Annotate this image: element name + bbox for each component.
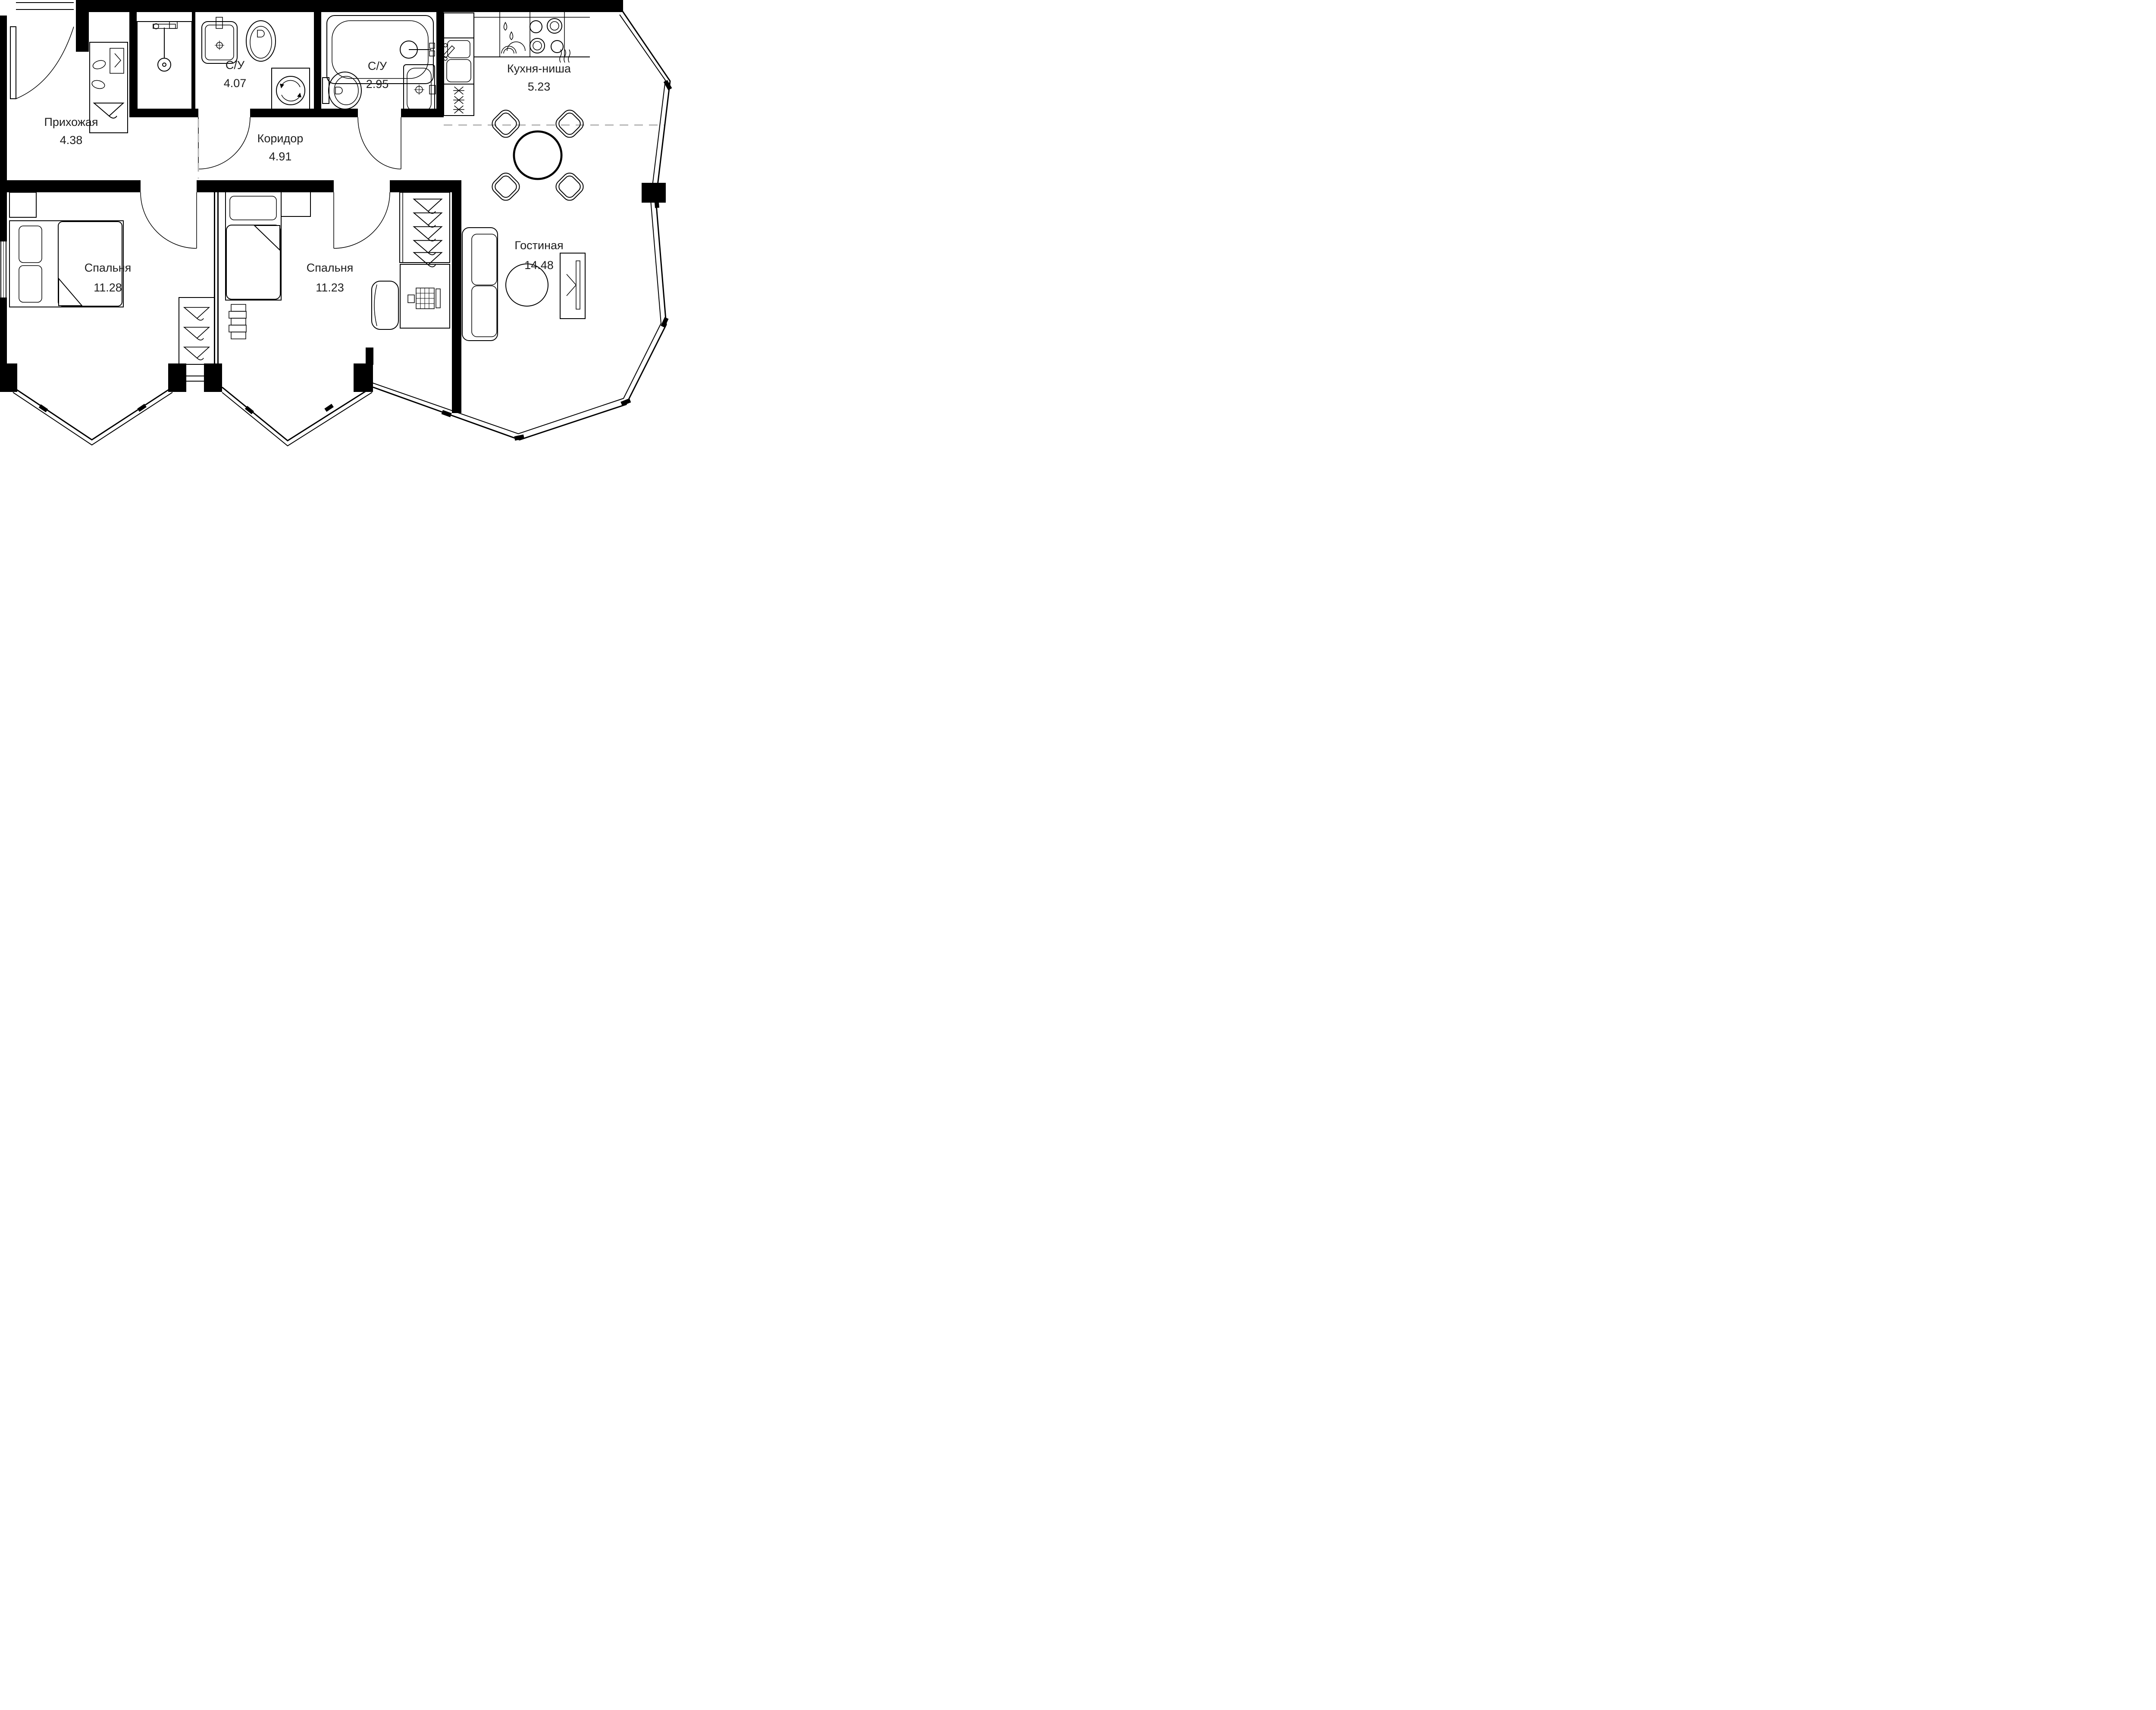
floor-plan: Прихожая 4.38 С/У 4.07 Коридор 4.91 С/У … [0, 0, 676, 447]
label-bedroom1: Спальня 11.28 [85, 261, 132, 294]
label-hallway: Прихожая 4.38 [44, 116, 98, 147]
blanket [226, 225, 281, 300]
room-name: Спальня [307, 261, 354, 274]
windows [0, 2, 672, 447]
pillow [19, 265, 42, 303]
label-kitchen: Кухня-ниша 5.23 [507, 62, 571, 93]
bedroom1-door [140, 192, 197, 249]
dining-table [489, 106, 587, 204]
kitchen-sink [442, 38, 474, 85]
room-area: 4.07 [224, 77, 247, 90]
blanket [58, 221, 122, 307]
bay-column [354, 363, 373, 392]
sofa [462, 227, 498, 341]
hallway-wardrobe [89, 42, 128, 133]
room-name: Коридор [257, 132, 304, 145]
label-bathroom1: С/У 4.07 [224, 59, 247, 90]
bathroom2-door [357, 117, 401, 169]
toilet [246, 20, 276, 62]
desk [400, 264, 450, 329]
room-area: 4.38 [60, 134, 83, 147]
tv [576, 260, 580, 310]
living-furniture [462, 227, 586, 341]
room-name: Прихожая [44, 116, 98, 128]
room-area: 4.91 [269, 150, 292, 163]
room-name: Кухня-ниша [507, 62, 571, 75]
room-name: Гостиная [514, 239, 563, 252]
room-area: 2.95 [366, 78, 389, 91]
exterior-walls [0, 0, 666, 392]
upper-cabinet [443, 13, 474, 38]
washbasin [201, 17, 238, 64]
label-bedroom2: Спальня 11.23 [307, 261, 354, 294]
washing-machine [271, 68, 310, 113]
bay-window-living [370, 9, 672, 441]
bay-column [0, 363, 17, 392]
nightstand [281, 190, 311, 217]
bedroom1-furniture [9, 192, 215, 365]
interior-walls [7, 12, 461, 413]
toilet [322, 72, 362, 110]
room-area: 14.48 [524, 259, 554, 272]
wardrobe-with-hangers [179, 297, 215, 365]
bay-column [204, 363, 222, 392]
ventilation-shaft [443, 84, 474, 116]
bay-window-bedroom1 [13, 386, 173, 446]
bathroom2-fixtures [322, 15, 436, 115]
chest-of-drawers [229, 304, 247, 339]
bay-window-bedroom2 [222, 386, 373, 447]
stove [530, 18, 570, 63]
desk-chair [371, 281, 399, 330]
washbasin [403, 64, 436, 115]
room-area: 11.28 [94, 281, 122, 294]
room-name: Спальня [85, 261, 132, 274]
double-bed [9, 220, 124, 307]
laptop-icon [407, 288, 441, 309]
room-name: С/У [226, 59, 245, 72]
nightstand [9, 192, 37, 218]
single-bed [225, 189, 282, 301]
round-rug [505, 263, 548, 307]
bay-column [168, 363, 186, 392]
room-area: 5.23 [528, 80, 551, 93]
label-bathroom2: С/У 2.95 [366, 60, 389, 91]
kitchen-counter [474, 12, 590, 57]
kitchen-fixtures [442, 12, 590, 204]
label-corridor: Коридор 4.91 [257, 132, 304, 163]
shower [137, 21, 192, 112]
window-left [0, 241, 7, 298]
doors [10, 26, 401, 249]
bathroom1-door [198, 117, 251, 169]
wardrobe-with-hangers [399, 192, 450, 267]
pillow [229, 196, 277, 220]
room-name: С/У [368, 60, 387, 72]
dish-drying-rack [501, 22, 526, 54]
pillow [19, 225, 42, 263]
entrance-door [10, 26, 74, 99]
bedroom2-furniture [225, 189, 450, 339]
bedroom2-door [333, 192, 390, 249]
room-area: 11.23 [316, 281, 344, 294]
bathtub [326, 15, 435, 84]
floor-plan-canvas: Прихожая 4.38 С/У 4.07 Коридор 4.91 С/У … [0, 0, 672, 447]
label-living: Гостиная 14.48 [514, 239, 563, 272]
bathroom1-fixtures [137, 17, 310, 113]
tv-stand [560, 253, 586, 319]
room-labels: Прихожая 4.38 С/У 4.07 Коридор 4.91 С/У … [44, 59, 571, 294]
structural-column [642, 183, 666, 203]
